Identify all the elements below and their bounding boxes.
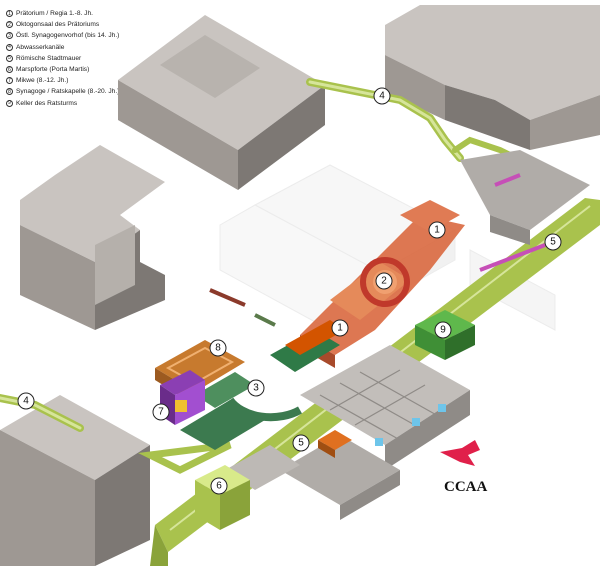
synagogue-courtyard — [180, 372, 302, 450]
legend-number: 4 — [6, 43, 13, 51]
conduits — [209, 173, 546, 327]
markers: 1 1 2 3 4 4 5 5 6 7 8 9 — [17, 87, 562, 495]
cellar-orange — [318, 430, 352, 458]
marker-8-label: 8 — [215, 343, 221, 354]
legend-label: Oktogonsaal des Prätoriums — [16, 21, 100, 29]
ccaa-arrow — [440, 440, 480, 466]
council-tower-cellar — [415, 310, 475, 360]
marker-1: 1 — [331, 319, 349, 337]
marker-4-label: 4 — [23, 396, 29, 407]
marker-3-label: 3 — [253, 383, 259, 394]
marker-2: 2 — [375, 272, 393, 290]
legend-label: Römische Stadtmauer — [16, 54, 82, 62]
legend-number: 2 — [6, 21, 13, 29]
legend-number: 8 — [6, 88, 13, 96]
legend-number: 9 — [6, 99, 13, 107]
accent-boxes — [375, 404, 446, 446]
marker-4: 4 — [17, 392, 35, 410]
marker-5-label: 5 — [550, 237, 556, 248]
legend-label: Abwasserkanäle — [16, 43, 65, 51]
marker-1-label: 1 — [337, 323, 343, 334]
building-bottom-left — [0, 395, 150, 566]
legend-number: 5 — [6, 54, 13, 62]
marker-2-label: 2 — [381, 276, 387, 287]
legend-label: Keller des Ratsturms — [16, 99, 78, 107]
marker-7-label: 7 — [158, 407, 164, 418]
legend-label: Marspforte (Porta Martis) — [16, 66, 90, 74]
legend-label: Synagoge / Ratskapelle (8.-20. Jh.) — [16, 88, 120, 96]
cellar-structures — [225, 150, 590, 520]
marker-5-label: 5 — [298, 438, 304, 449]
marker-1: 1 — [428, 221, 446, 239]
legend-label: Prätorium / Regia 1.-8. Jh. — [16, 10, 93, 18]
marker-3: 3 — [247, 379, 265, 397]
building-left — [20, 145, 165, 330]
marker-9-label: 9 — [440, 325, 446, 336]
marker-5: 5 — [544, 233, 562, 251]
legend-number: 1 — [6, 10, 13, 18]
building-top-right — [385, 5, 600, 150]
legend-label: Mikwe (8.-12. Jh.) — [16, 77, 69, 85]
marker-6-label: 6 — [216, 481, 222, 492]
marker-9: 9 — [434, 321, 452, 339]
marker-5: 5 — [292, 434, 310, 452]
marker-8: 8 — [209, 339, 227, 357]
building-top-center — [118, 15, 325, 190]
ccaa-label: CCAA — [444, 479, 488, 495]
legend-number: 3 — [6, 32, 13, 40]
marker-7: 7 — [152, 403, 170, 421]
marker-1-label: 1 — [434, 225, 440, 236]
legend-label: Östl. Synagogenvorhof (bis 14. Jh.) — [16, 32, 120, 40]
marker-4: 4 — [373, 87, 391, 105]
marker-4-label: 4 — [379, 91, 385, 102]
legend-number: 6 — [6, 66, 13, 74]
legend-number: 7 — [6, 77, 13, 85]
marker-6: 6 — [210, 477, 228, 495]
